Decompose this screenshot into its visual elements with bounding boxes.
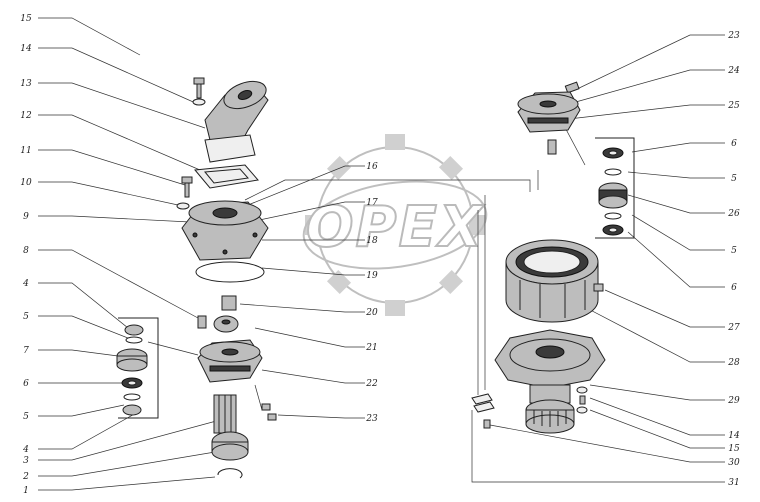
flange-housing-9 [181,200,269,261]
part-label-14: 14 [728,431,740,441]
planet-carrier-22 [197,339,263,383]
pin-25 [547,139,557,155]
part-label-6: 6 [23,379,29,389]
part-label-15: 15 [20,14,32,24]
spline-shaft-3 [213,394,237,434]
output-pinion [525,399,575,434]
part-label-29: 29 [727,396,740,406]
bearing-6-bottom [602,224,624,236]
part-label-9: 9 [23,212,29,222]
pin-8 [197,315,207,329]
bearing-6 [121,377,143,389]
motor-body-13 [204,80,269,163]
carrier-24 [517,91,581,133]
watermark-logo: OPEX [302,134,488,316]
part-label-2: 2 [22,472,29,482]
hydraulic-motor-assembly [176,77,277,479]
part-label-12: 12 [20,111,32,121]
part-label-4: 4 [22,445,29,455]
gear-26 [598,182,628,209]
bolt-14 [192,77,206,106]
part-label-22: 22 [365,379,378,389]
part-label-4: 4 [22,279,29,289]
gear-21 [213,315,239,333]
circlip-1 [217,468,243,479]
gearbox-housing-29 [494,329,606,434]
watermark-text: OPEX [306,195,485,260]
bolt-11 [181,176,193,198]
right-leader-lines [471,34,725,483]
part-label-18: 18 [366,236,378,246]
part-label-15: 15 [728,444,740,454]
middle-part-labels: 16 17 18 19 20 21 22 23 [365,162,378,424]
right-planet-carrier [517,81,581,190]
part-label-13: 13 [20,79,32,89]
part-label-6: 6 [731,139,737,149]
part-label-5: 5 [23,312,29,322]
part-label-21: 21 [365,343,377,353]
part-label-23: 23 [365,414,378,424]
nut-4b [122,404,142,416]
part-label-30: 30 [728,458,740,468]
part-label-14: 14 [20,44,32,54]
gear-2 [211,431,249,461]
nut-4 [124,324,144,336]
part-label-16: 16 [366,162,378,172]
part-label-10: 10 [20,178,32,188]
ring-gear-28 [505,239,599,323]
bolt-23-left [254,384,277,421]
part-label-23: 23 [727,31,740,41]
part-label-25: 25 [727,101,740,111]
part-label-31: 31 [728,478,739,488]
part-label-26: 26 [727,209,740,219]
left-leader-lines [38,17,221,491]
part-label-3: 3 [23,456,29,466]
washer-14-15 [576,386,588,414]
washer-10 [176,202,190,210]
part-label-28: 28 [727,358,740,368]
part-label-8: 8 [23,246,29,256]
part-label-5: 5 [731,246,737,256]
watermark-oval [302,180,488,270]
part-label-6: 6 [731,283,737,293]
ring-5-top [604,168,622,176]
stack-brackets [118,137,635,419]
part-label-20: 20 [365,308,378,318]
part-label-24: 24 [727,66,740,76]
bolt-27 [593,283,604,292]
part-label-11: 11 [20,146,31,156]
gear-7 [116,348,148,372]
part-label-27: 27 [727,323,740,333]
right-part-labels: 23 24 25 6 5 26 5 6 27 28 29 14 15 30 31 [727,31,740,488]
bolt-23-right [564,81,580,94]
bolt-31 [483,419,491,429]
ring-5-bottom [604,212,622,220]
o-ring-19 [195,261,265,283]
bushing-20 [221,295,237,311]
left-planet-stack [116,324,148,416]
part-label-1: 1 [23,486,29,496]
middle-leader-lines [239,165,531,419]
gasket-12 [194,164,259,189]
ring-5 [125,336,143,344]
part-label-19: 19 [366,271,378,281]
part-label-5: 5 [23,412,29,422]
shims-30 [471,393,495,413]
bearing-6-top [602,147,624,159]
right-planet-stack [598,147,628,236]
ring-5b [123,393,141,401]
part-label-5: 5 [731,174,737,184]
part-label-17: 17 [366,198,378,208]
part-label-7: 7 [23,346,29,356]
